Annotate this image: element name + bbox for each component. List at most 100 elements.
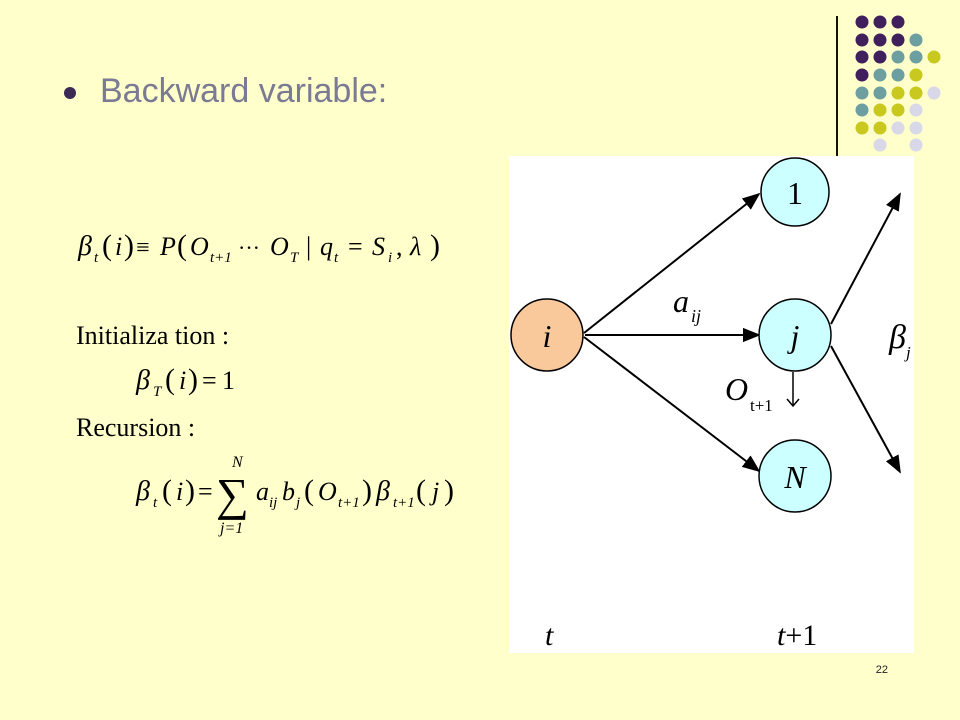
equals-sign: =	[198, 477, 213, 506]
definition-formula: β t ( i ) ≡ P ( O t+1 ··· O T | q t = S …	[77, 229, 440, 266]
node-1-label: 1	[787, 175, 803, 211]
node-N-label: N	[783, 459, 807, 495]
deco-dot	[873, 121, 887, 135]
var-j: j	[429, 477, 439, 506]
node-j-label: j	[787, 318, 800, 354]
bullet-icon	[64, 87, 76, 99]
edge-label-subscript: ij	[691, 306, 701, 326]
obs-label-O: O	[725, 371, 748, 407]
node-1-circle	[760, 157, 830, 227]
sum-upper-limit: N	[231, 454, 244, 471]
var-i: i	[115, 232, 122, 261]
deco-dot	[855, 121, 869, 135]
deco-dot	[891, 50, 905, 64]
deco-dot	[855, 33, 869, 47]
page-number: 22	[875, 664, 888, 676]
beta-subscript: t	[94, 250, 99, 266]
equals-sign: =	[348, 232, 363, 261]
beta-symbol: β	[77, 231, 92, 262]
left-paren: (	[416, 474, 426, 507]
edge-i-to-N	[583, 336, 761, 473]
lambda-symbol: λ	[409, 232, 421, 261]
title-row: Backward variable:	[64, 64, 387, 118]
deco-dot	[891, 86, 905, 100]
equals-sign: =	[202, 366, 217, 395]
deco-dot	[855, 15, 869, 29]
left-paren: (	[162, 474, 172, 507]
beta-symbol: β	[135, 365, 150, 396]
prob-P: P	[159, 232, 176, 261]
node-i-label: i	[543, 318, 552, 354]
coef-a-subscript: ij	[269, 495, 277, 511]
state-subscript: t	[334, 250, 339, 266]
deco-dot	[909, 33, 923, 47]
obs-subscript: T	[290, 250, 300, 266]
deco-dot	[873, 103, 887, 117]
deco-dot	[873, 86, 887, 100]
deco-dot	[873, 50, 887, 64]
time-right-var: t	[777, 619, 786, 652]
left-paren: (	[102, 229, 112, 262]
right-paren: )	[124, 229, 134, 262]
equiv-sign: ≡	[136, 235, 150, 261]
deco-dot	[855, 50, 869, 64]
deco-dot	[873, 15, 887, 29]
init-formula: β T ( i ) = 1	[135, 363, 235, 400]
sum-lower-limit: j=1	[218, 520, 243, 537]
beta-symbol: β	[375, 476, 390, 507]
deco-dot	[909, 121, 923, 135]
deco-dot	[909, 86, 923, 100]
deco-dot	[855, 103, 869, 117]
coef-b-subscript: j	[294, 495, 300, 511]
right-paren: )	[444, 474, 454, 507]
coef-a: a	[256, 477, 269, 506]
deco-dot	[873, 33, 887, 47]
deco-dot	[909, 68, 923, 82]
coef-b: b	[282, 477, 295, 506]
left-paren: (	[304, 474, 314, 507]
right-paren: )	[430, 229, 440, 262]
node-N-circle	[758, 439, 832, 513]
edge-i-to-1	[583, 192, 761, 334]
init-label: Initializa tion :	[76, 321, 229, 350]
beta-subscript: t+1	[393, 495, 415, 511]
time-label-t-plus-1: t+1	[777, 619, 817, 652]
beta-j-label: β	[888, 319, 906, 356]
deco-dot	[909, 138, 923, 152]
value-one: 1	[222, 366, 235, 395]
node-j-circle	[758, 298, 832, 372]
deco-dot	[855, 86, 869, 100]
obs-label-subscript: t+1	[750, 396, 773, 415]
node-i-circle	[510, 298, 584, 372]
deco-dot	[891, 33, 905, 47]
time-label-t: t	[545, 619, 554, 652]
decorative-dot-grid	[855, 15, 941, 152]
beta-symbol: β	[135, 476, 150, 507]
obs-O: O	[318, 477, 337, 506]
deco-dot	[909, 50, 923, 64]
deco-dot	[891, 68, 905, 82]
obs-O: O	[190, 232, 209, 261]
left-paren: (	[177, 229, 187, 262]
deco-dot	[891, 121, 905, 135]
state-subscript: i	[388, 250, 392, 266]
obs-O: O	[270, 232, 289, 261]
deco-dot	[855, 68, 869, 82]
state-S: S	[372, 232, 385, 261]
var-i: i	[176, 477, 183, 506]
left-paren: (	[165, 363, 175, 396]
deco-dot	[891, 15, 905, 29]
recursion-label: Recursion :	[76, 413, 195, 442]
beta-subscript: t	[153, 495, 158, 511]
decorative-vertical-line	[836, 16, 838, 156]
deco-dot	[927, 50, 941, 64]
trellis-diagram: 1 i j N a ij O t+1 β j t t+1	[509, 156, 914, 653]
observation-arrowhead	[786, 398, 800, 408]
right-paren: )	[362, 474, 372, 507]
given-bar: |	[306, 232, 311, 261]
right-paren: )	[185, 474, 195, 507]
right-paren: )	[188, 363, 198, 396]
ellipsis: ···	[238, 235, 260, 260]
formula-block: β t ( i ) ≡ P ( O t+1 ··· O T | q t = S …	[70, 200, 500, 540]
deco-dot	[891, 103, 905, 117]
